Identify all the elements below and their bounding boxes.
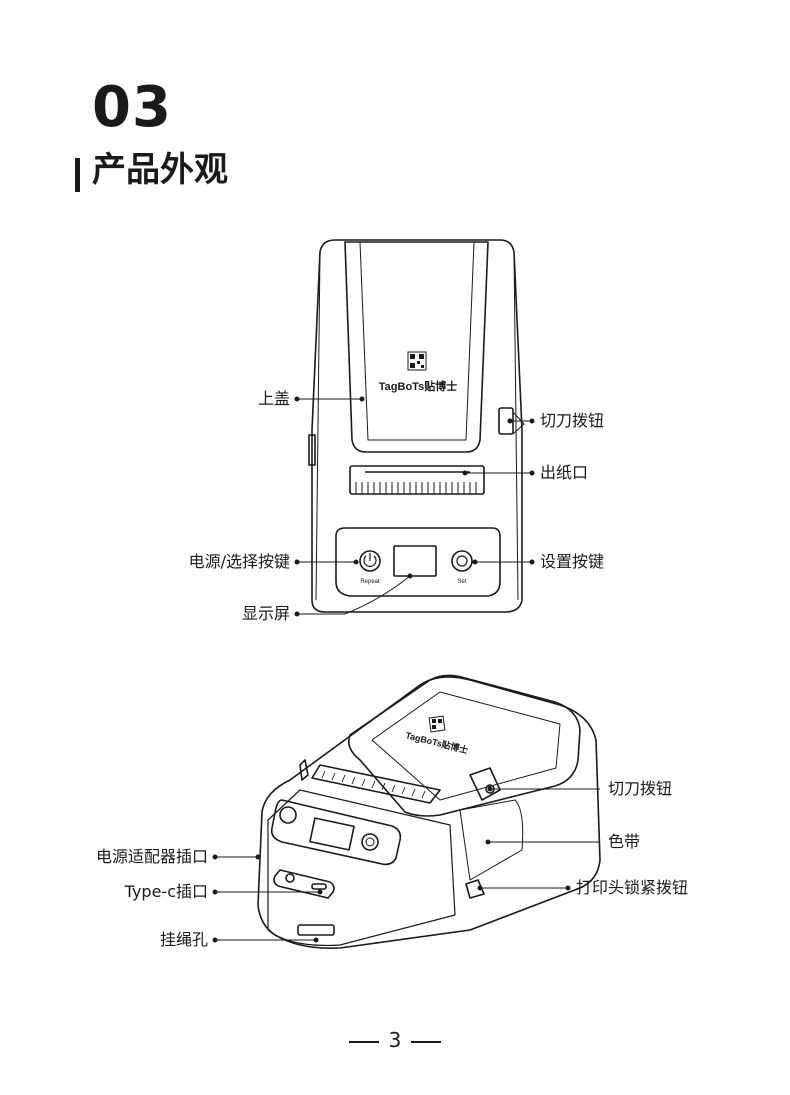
label-cutter-lever-perspective: 切刀拨钮 <box>608 779 673 798</box>
front-view-printer <box>308 239 525 613</box>
section-number: 03 <box>92 75 172 140</box>
page-number: 3 <box>0 1028 790 1052</box>
label-settings-button: 设置按键 <box>540 552 605 571</box>
front-leader-lines <box>294 396 535 617</box>
page-number-text: 3 <box>388 1028 402 1052</box>
label-power-button: 电源/选择按键 <box>188 552 290 571</box>
label-power-adapter-port: 电源适配器插口 <box>95 847 208 866</box>
perspective-brand-text: TagBoTs贴博士 <box>405 729 470 755</box>
set-caption: Set <box>457 579 466 585</box>
page-number-dash-right <box>411 1040 442 1043</box>
front-brand-text: TagBoTs贴博士 <box>379 379 457 393</box>
page-number-dash-left <box>348 1040 379 1043</box>
section-title: 产品外观 <box>92 150 228 190</box>
label-type-c-port: Type-c插口 <box>124 882 208 901</box>
label-cutter-lever-front: 切刀拨钮 <box>540 411 605 430</box>
repeat-caption: Repeat <box>360 579 380 585</box>
qr-code-icon-perspective <box>428 715 446 733</box>
qr-code-icon <box>407 351 427 371</box>
section-bar <box>75 158 80 192</box>
perspective-leader-lines <box>212 786 600 943</box>
label-top-cover: 上盖 <box>257 389 290 408</box>
label-display: 显示屏 <box>241 604 290 623</box>
label-print-head-lock: 打印头锁紧拨钮 <box>576 878 689 897</box>
label-lanyard-hole: 挂绳孔 <box>159 930 208 949</box>
label-ribbon: 色带 <box>608 832 641 851</box>
label-paper-outlet: 出纸口 <box>540 463 589 482</box>
perspective-view-printer <box>257 674 601 950</box>
